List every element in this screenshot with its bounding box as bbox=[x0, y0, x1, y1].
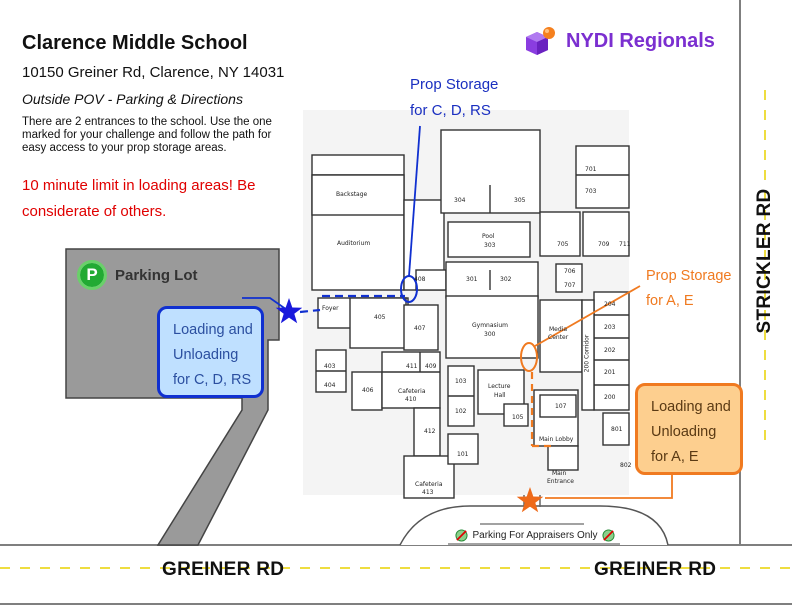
appraisers-parking-sign: Parking For Appraisers Only bbox=[452, 526, 618, 544]
room-406: 406 bbox=[362, 387, 374, 394]
room-105: 105 bbox=[512, 414, 524, 421]
room-407: 407 bbox=[414, 325, 426, 332]
room-202: 202 bbox=[604, 347, 616, 354]
room-302: 302 bbox=[500, 276, 512, 283]
appraisers-parking-text: Parking For Appraisers Only bbox=[472, 529, 598, 541]
room-backstage: Backstage bbox=[336, 191, 368, 198]
room-103: 103 bbox=[455, 378, 467, 385]
room-203: 203 bbox=[604, 324, 616, 331]
parking-lot-text: Parking Lot bbox=[115, 266, 198, 284]
room-media-center: Center bbox=[548, 334, 569, 341]
brand-name: NYDI Regionals bbox=[566, 29, 715, 52]
room-auditorium: Auditorium bbox=[337, 240, 371, 247]
orange-entrance-star bbox=[516, 487, 544, 513]
room-gym: Gymnasium bbox=[472, 322, 508, 329]
room-403: 403 bbox=[324, 363, 336, 370]
room-801: 801 bbox=[611, 426, 623, 433]
room-701: 701 bbox=[585, 166, 597, 173]
room-703: 703 bbox=[585, 188, 597, 195]
room-foyer: Foyer bbox=[322, 305, 339, 312]
room-corridor: 200 Corridor bbox=[583, 334, 591, 373]
greiner-road-label-left: GREINER RD bbox=[162, 559, 285, 580]
pov-subtitle: Outside POV - Parking & Directions bbox=[22, 91, 243, 107]
room-cafeteria2: Cafeteria bbox=[415, 481, 443, 488]
room-204: 204 bbox=[604, 301, 616, 308]
room-711: 711 bbox=[619, 241, 631, 248]
callout-loading-cdrs: Loading and Unloading for C, D, RS bbox=[157, 306, 264, 398]
room-cafeteria2-num: 413 bbox=[422, 489, 434, 496]
room-412: 412 bbox=[424, 428, 436, 435]
room-media: Media bbox=[549, 326, 568, 333]
prop-storage-cdrs-label: Prop Storage for C, D, RS bbox=[410, 76, 499, 119]
room-304: 304 bbox=[454, 197, 466, 204]
room-lecture: Lecture bbox=[488, 383, 511, 390]
room-411: 411 bbox=[406, 363, 418, 370]
school-address: 10150 Greiner Rd, Clarence, NY 14031 bbox=[22, 64, 285, 81]
floor-plan bbox=[303, 110, 630, 499]
blue-entrance-star bbox=[275, 298, 303, 324]
room-301: 301 bbox=[466, 276, 478, 283]
blue-route bbox=[242, 125, 421, 324]
room-404: 404 bbox=[324, 382, 336, 389]
room-cafeteria-num: 410 bbox=[405, 396, 417, 403]
room-main-entrance2: Entrance bbox=[547, 478, 574, 485]
brand-logo: NYDI Regionals bbox=[524, 26, 715, 56]
no-parking-icon bbox=[601, 528, 615, 542]
strickler-road-label: STRICKLER RD bbox=[754, 188, 775, 334]
room-main-entrance: Main bbox=[552, 470, 567, 477]
room-lecture-hall: Hall bbox=[494, 392, 506, 399]
room-802: 802 bbox=[620, 462, 632, 469]
time-limit-warning: 10 minute limit in loading areas! Be con… bbox=[22, 177, 256, 220]
greiner-road-label-right: GREINER RD bbox=[594, 559, 717, 580]
room-101: 101 bbox=[457, 451, 469, 458]
room-705: 705 bbox=[557, 241, 569, 248]
room-gym-num: 300 bbox=[484, 331, 496, 338]
room-pool-num: 303 bbox=[484, 242, 496, 249]
room-707: 707 bbox=[564, 282, 576, 289]
orange-route bbox=[516, 285, 673, 513]
school-title: Clarence Middle School bbox=[22, 32, 248, 54]
parking-lot-label: P Parking Lot bbox=[77, 260, 198, 290]
room-408: 408 bbox=[414, 276, 426, 283]
room-409: 409 bbox=[425, 363, 437, 370]
orange-storage-marker bbox=[520, 342, 538, 372]
room-305: 305 bbox=[514, 197, 526, 204]
room-201: 201 bbox=[604, 369, 616, 376]
room-107: 107 bbox=[555, 403, 567, 410]
room-pool: Pool bbox=[482, 233, 495, 240]
room-main-lobby: Main Lobby bbox=[539, 436, 574, 443]
room-200: 200 bbox=[604, 394, 616, 401]
parking-icon: P bbox=[77, 260, 107, 290]
room-102: 102 bbox=[455, 408, 467, 415]
callout-loading-ae: Loading and Unloading for A, E bbox=[635, 383, 743, 475]
room-cafeteria: Cafeteria bbox=[398, 388, 426, 395]
room-709: 709 bbox=[598, 241, 610, 248]
room-405: 405 bbox=[374, 314, 386, 321]
prop-storage-ae-label: Prop Storage for A, E bbox=[646, 268, 732, 309]
no-parking-icon bbox=[455, 528, 469, 542]
cube-sphere-icon bbox=[526, 27, 555, 55]
instructions-text: There are 2 entrances to the school. Use… bbox=[22, 116, 272, 154]
room-706: 706 bbox=[564, 268, 576, 275]
